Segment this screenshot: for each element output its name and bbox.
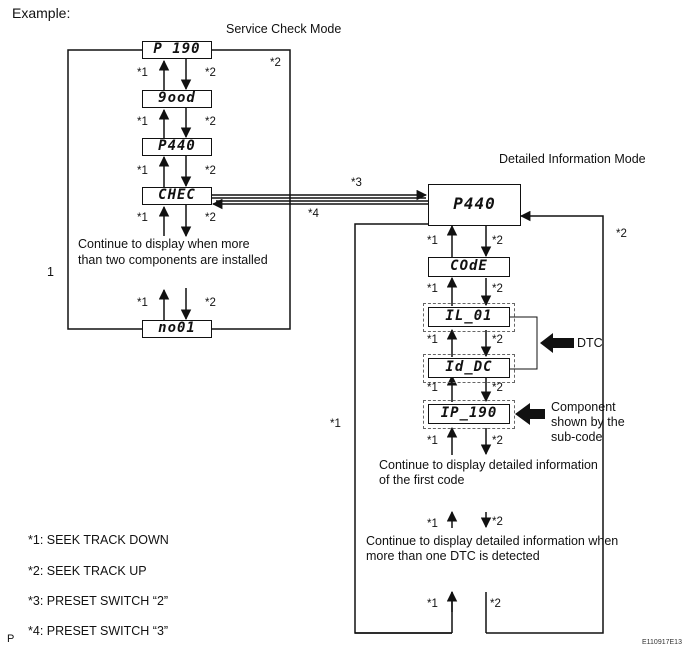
dashed-frame xyxy=(423,400,515,429)
marker-2: *2 xyxy=(492,283,503,295)
lcd-screen-il01: IL_01 xyxy=(428,307,510,327)
dashed-frame xyxy=(423,303,515,332)
lcd-screen-p190: P 190 xyxy=(142,41,212,59)
component-pointer-arrow xyxy=(515,403,545,425)
service-check-title: Service Check Mode xyxy=(226,22,342,36)
service-note-line1: Continue to display when more xyxy=(78,237,250,251)
legend-item-1: *1: SEEK TRACK DOWN xyxy=(28,533,169,547)
component-label-line2: shown by the xyxy=(551,415,625,429)
marker-1-loop: *1 xyxy=(330,418,341,430)
lcd-screen-ip190: IP_190 xyxy=(428,404,510,424)
corner-label: P xyxy=(7,633,15,645)
detail-note1-line2: of the first code xyxy=(379,473,465,487)
marker-1: *1 xyxy=(427,334,438,346)
legend-item-2: *2: SEEK TRACK UP xyxy=(28,564,147,578)
marker-3: *3 xyxy=(351,177,362,189)
detail-loop-left-frame xyxy=(354,223,452,634)
marker-1: *1 xyxy=(427,435,438,447)
lcd-screen-iddc: Id_DC xyxy=(428,358,510,378)
marker-2-loop: *2 xyxy=(616,228,627,240)
service-loop-left xyxy=(67,49,142,330)
detailed-mode-title: Detailed Information Mode xyxy=(499,152,646,166)
marker-1: *1 xyxy=(137,297,148,309)
marker-1: *1 xyxy=(427,598,438,610)
marker-2-loop: *2 xyxy=(270,57,281,69)
marker-2: *2 xyxy=(205,212,216,224)
dtc-bracket xyxy=(510,316,538,370)
marker-2: *2 xyxy=(490,598,501,610)
marker-2: *2 xyxy=(205,67,216,79)
marker-1: *1 xyxy=(137,116,148,128)
marker-1: *1 xyxy=(137,67,148,79)
marker-1: *1 xyxy=(427,518,438,530)
marker-2: *2 xyxy=(492,516,503,528)
marker-1: *1 xyxy=(427,235,438,247)
dtc-pointer-arrow xyxy=(540,333,574,353)
component-label-line1: Component xyxy=(551,400,616,414)
lcd-screen-chec: CHEC xyxy=(142,187,212,205)
service-loop-right xyxy=(212,49,291,330)
lcd-screen-detail-p440: P440 xyxy=(428,184,521,226)
lcd-screen-code: COdE xyxy=(428,257,510,277)
marker-2: *2 xyxy=(205,116,216,128)
detail-note2-line1: Continue to display detailed information… xyxy=(366,534,619,548)
marker-4: *4 xyxy=(308,208,319,220)
detail-note1-line1: Continue to display detailed information xyxy=(379,458,598,472)
component-label-line3: sub-code xyxy=(551,430,603,444)
side-label: 1 xyxy=(47,265,54,279)
marker-2: *2 xyxy=(205,297,216,309)
marker-2: *2 xyxy=(492,382,503,394)
detail-note2-line2: more than one DTC is detected xyxy=(366,549,540,563)
detail-loop-right-frame xyxy=(486,210,604,634)
example-label: Example: xyxy=(12,5,71,21)
marker-2: *2 xyxy=(205,165,216,177)
marker-2: *2 xyxy=(492,334,503,346)
dashed-frame xyxy=(423,354,515,383)
legend-item-4: *4: PRESET SWITCH “3” xyxy=(28,624,169,638)
dtc-label: DTC xyxy=(577,336,603,350)
legend-item-3: *3: PRESET SWITCH “2” xyxy=(28,594,169,608)
lcd-screen-no01: no01 xyxy=(142,320,212,338)
marker-1: *1 xyxy=(427,382,438,394)
lcd-screen-good: 9ood xyxy=(142,90,212,108)
marker-1: *1 xyxy=(137,165,148,177)
lcd-screen-p440: P440 xyxy=(142,138,212,156)
figure-id: E110917E13 xyxy=(642,639,682,646)
marker-2: *2 xyxy=(492,435,503,447)
marker-2: *2 xyxy=(492,235,503,247)
service-note-line2: than two components are installed xyxy=(78,253,268,267)
marker-1: *1 xyxy=(427,283,438,295)
marker-1: *1 xyxy=(137,212,148,224)
